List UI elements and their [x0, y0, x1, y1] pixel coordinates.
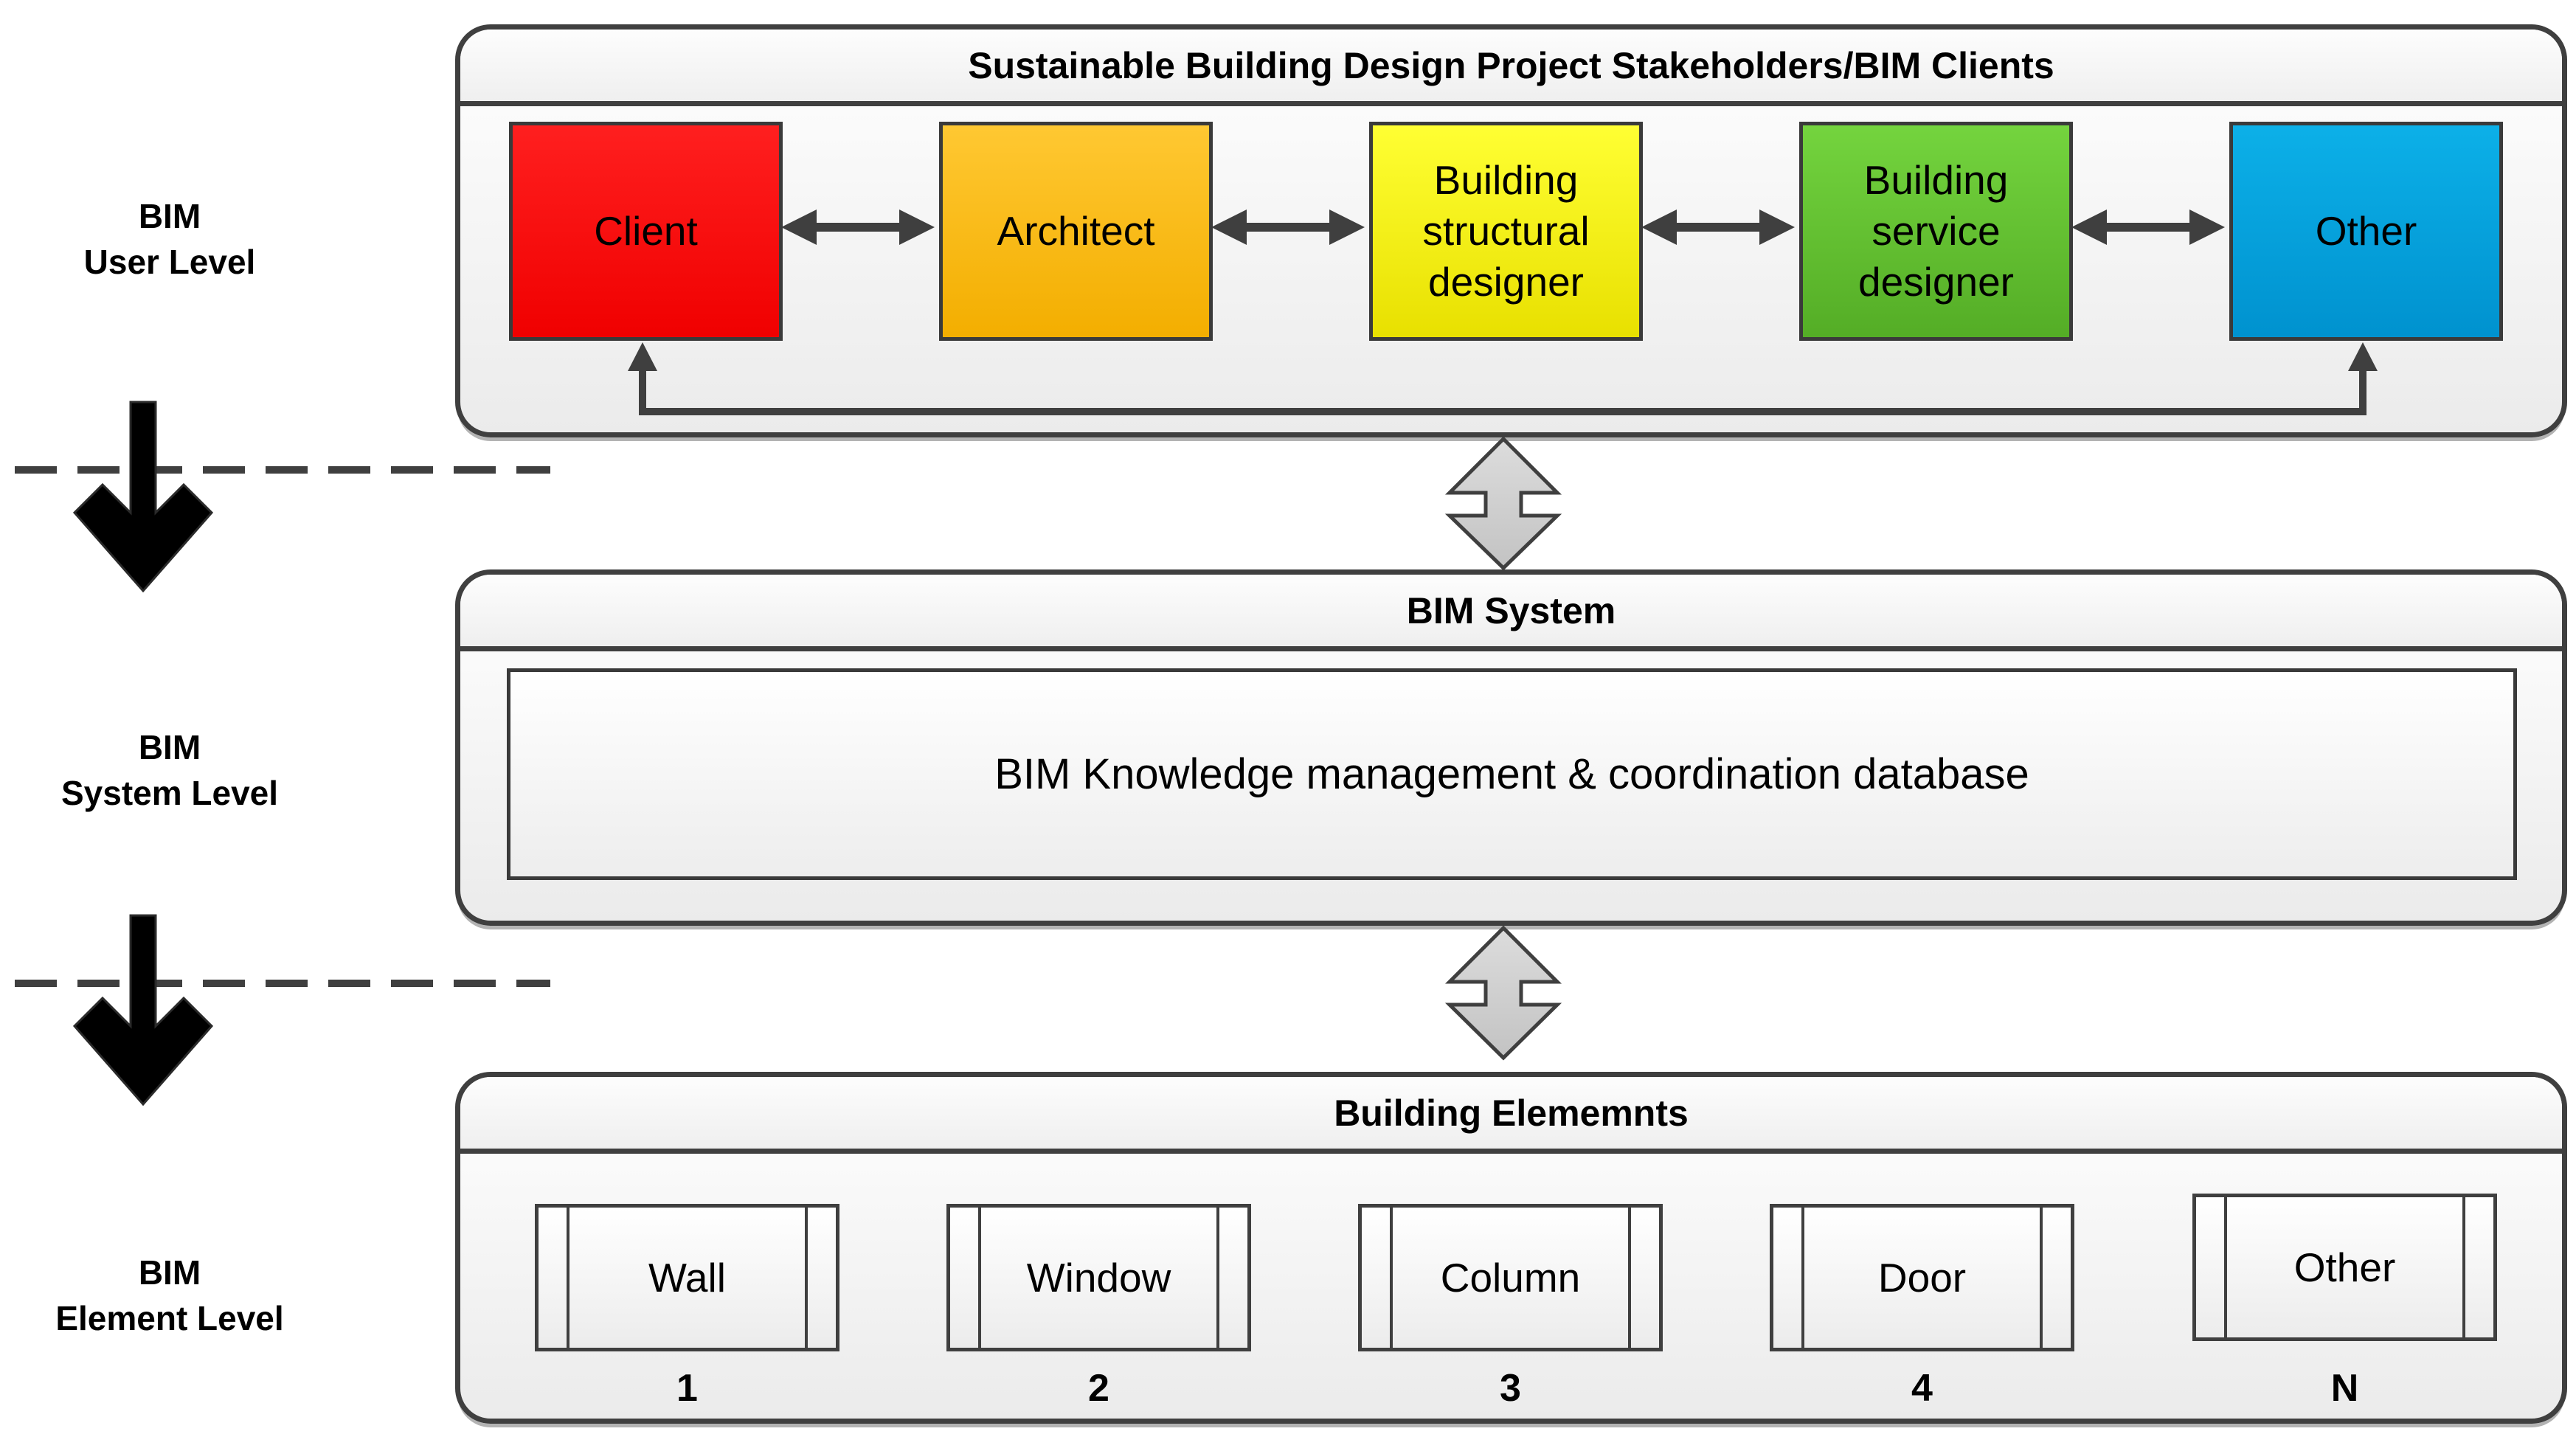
element-box-side-line	[567, 1208, 569, 1348]
level-separator-dashed-line-1	[15, 466, 550, 474]
element-index-1: 1	[676, 1367, 698, 1410]
stakeholder-label: Architect	[997, 208, 1155, 254]
updown-arrow-system-elements	[1444, 925, 1562, 1061]
element-index-2: 2	[1088, 1367, 1109, 1410]
level-separator-dashed-line-2	[15, 980, 550, 987]
knowledge-database-label: BIM Knowledge management & coordination …	[994, 750, 2029, 798]
stakeholder-box-other: Other	[2229, 122, 2503, 341]
element-label: Window	[1026, 1255, 1171, 1301]
element-label: Other	[2293, 1244, 2396, 1290]
down-arrow-user-to-system	[72, 401, 214, 593]
element-index-3: 3	[1500, 1367, 1521, 1410]
element-box-side-line	[1801, 1208, 1804, 1348]
stakeholder-label: Other	[2315, 208, 2417, 254]
element-box-column: Column	[1358, 1204, 1663, 1351]
system-level-panel-title: BIM System	[1406, 589, 1616, 631]
stakeholder-box-structural-designer: Building structural designer	[1369, 122, 1643, 341]
element-label: Door	[1877, 1255, 1967, 1301]
element-box-window: Window	[946, 1204, 1251, 1351]
knowledge-database-box: BIM Knowledge management & coordination …	[507, 668, 2517, 880]
label-bim-user-level: BIM User Level	[83, 197, 256, 281]
element-index-n: N	[2330, 1367, 2359, 1410]
element-level-panel-header: Building Elememnts	[460, 1077, 2562, 1154]
element-label: Wall	[648, 1255, 726, 1301]
element-box-side-line	[2040, 1208, 2043, 1348]
stakeholder-label: Building service designer	[1858, 157, 2014, 305]
element-box-side-line	[2224, 1197, 2227, 1337]
stakeholder-label: Client	[594, 208, 698, 254]
label-bim-system-level: BIM System Level	[60, 728, 279, 812]
element-box-side-line	[1390, 1208, 1393, 1348]
element-box-wall: Wall	[535, 1204, 839, 1351]
element-box-side-line	[1216, 1208, 1219, 1348]
user-level-panel-title: Sustainable Building Design Project Stak…	[968, 44, 2054, 86]
element-box-door: Door	[1770, 1204, 2074, 1351]
element-box-side-line	[805, 1208, 808, 1348]
element-index-4: 4	[1911, 1367, 1933, 1410]
down-arrow-system-to-element	[72, 914, 214, 1107]
element-box-other: Other	[2192, 1194, 2497, 1341]
element-box-side-line	[1628, 1208, 1631, 1348]
element-box-side-line	[2462, 1197, 2465, 1337]
system-level-panel-header: BIM System	[460, 575, 2562, 651]
user-level-panel-header: Sustainable Building Design Project Stak…	[460, 30, 2562, 106]
stakeholder-box-service-designer: Building service designer	[1799, 122, 2073, 341]
stakeholder-label: Building structural designer	[1422, 157, 1590, 305]
stakeholder-box-client: Client	[509, 122, 783, 341]
element-label: Column	[1440, 1255, 1581, 1301]
label-bim-element-level: BIM Element Level	[55, 1253, 284, 1337]
updown-arrow-users-system	[1444, 436, 1562, 571]
stakeholder-box-architect: Architect	[939, 122, 1213, 341]
element-level-panel-title: Building Elememnts	[1334, 1092, 1689, 1134]
element-box-side-line	[978, 1208, 981, 1348]
